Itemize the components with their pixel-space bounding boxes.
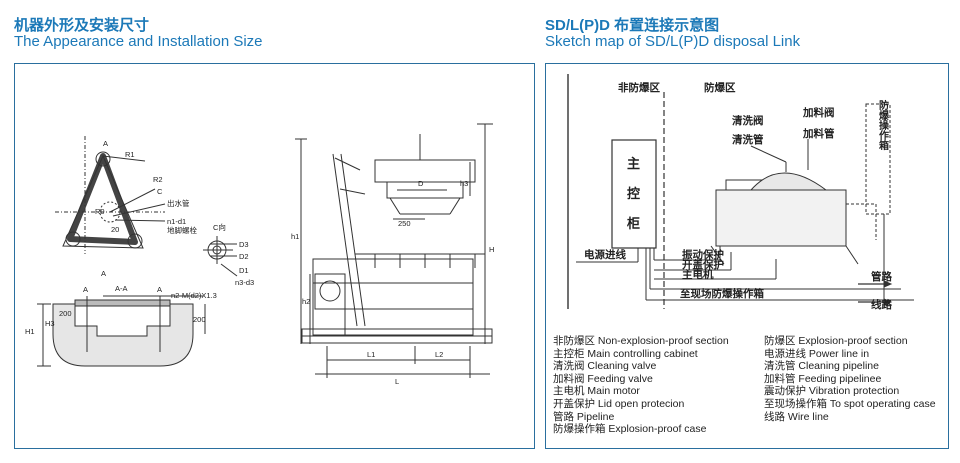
label-200-left: 200	[59, 309, 72, 318]
label-h2: h2	[302, 297, 310, 306]
label-lid: 开盖保护	[682, 258, 724, 271]
label-h1-section: H1	[25, 327, 35, 336]
label-h3: h3	[460, 179, 468, 188]
connection-drawing: 非防爆区 防爆区 主 控 柜 清洗阀 清洗管 加料阀 加料管 防爆操作箱 电源进…	[567, 74, 914, 311]
connection-panel: 非防爆区 防爆区 主 控 柜 清洗阀 清洗管 加料阀 加料管 防爆操作箱 电源进…	[545, 63, 949, 449]
left-title-cn: 机器外形及安装尺寸	[14, 17, 150, 34]
legend-item: 电源进线 Power line in	[764, 347, 870, 360]
label-big-h: H	[489, 245, 494, 254]
legend-item: 非防爆区 Non-explosion-proof section	[553, 335, 729, 347]
label-l1: L1	[367, 350, 375, 359]
appearance-panel: A R1 R2 C 出水管 n1-d1 地脚螺栓 R0 20 A C向 D3 D…	[14, 63, 535, 449]
label-n3d3: n3-d3	[235, 278, 254, 287]
label-exbox: 防爆操作箱	[877, 99, 889, 151]
label-d1: D1	[239, 266, 249, 275]
legend-item: 主电机 Main motor	[553, 385, 640, 398]
label-a-top: A	[103, 139, 108, 148]
label-d: D	[418, 179, 424, 188]
legend-item: 至现场操作箱 To spot operating case	[764, 397, 936, 410]
label-non-explosion: 非防爆区	[618, 81, 660, 94]
label-a-left: A	[83, 285, 88, 294]
legend-item: 加料管 Feeding pipelinee	[764, 372, 882, 385]
legend-item: 管路 Pipeline	[553, 410, 615, 423]
label-section: A-A	[115, 284, 128, 293]
label-c: C	[157, 187, 163, 196]
label-r2: R2	[153, 175, 163, 184]
label-r1: R1	[125, 150, 135, 159]
appearance-drawing: A R1 R2 C 出水管 n1-d1 地脚螺栓 R0 20 A C向 D3 D…	[25, 123, 494, 386]
explosion-box	[865, 103, 891, 215]
label-h1: h1	[291, 232, 299, 241]
label-d3: D3	[239, 240, 249, 249]
label-l2: L2	[435, 350, 443, 359]
label-outlet: 出水管	[167, 198, 190, 208]
label-n20: 20	[111, 225, 119, 234]
label-l: L	[395, 377, 399, 386]
right-title-en: Sketch map of SD/L(P)D disposal Link	[545, 33, 801, 50]
right-title-cn: SD/L(P)D 布置连接示意图	[545, 17, 720, 34]
label-spot: 至现场防爆操作箱	[680, 287, 764, 300]
label-power: 电源进线	[584, 248, 626, 261]
label-feeding-valve: 加料阀	[802, 106, 835, 119]
legend-item: 清洗阀 Cleaning valve	[553, 360, 657, 373]
label-h3-section: H3	[45, 319, 55, 328]
legend-item: 线路 Wire line	[764, 410, 829, 423]
cabinet-char-2: 控	[627, 186, 640, 201]
label-d2: D2	[239, 252, 249, 261]
label-anchor: 地脚螺栓	[167, 225, 197, 235]
legend-item: 主控柜 Main controlling cabinet	[553, 347, 698, 360]
cabinet-char-3: 柜	[626, 216, 640, 231]
label-a-right: A	[157, 285, 162, 294]
label-pipeline: 管路	[871, 270, 892, 283]
main-cabinet	[611, 139, 657, 249]
cabinet-char-1: 主	[627, 156, 640, 171]
label-vibration: 振动保护	[682, 248, 724, 261]
legend-item: 防爆区 Explosion-proof section	[764, 335, 908, 347]
legend-item: 防爆操作箱 Explosion-proof case	[553, 423, 707, 436]
legend-item: 加料阀 Feeding valve	[553, 372, 653, 385]
label-cleaning-pipe: 清洗管	[732, 133, 764, 146]
label-explosion: 防爆区	[704, 81, 736, 94]
legend-item: 震动保护 Vibration protection	[764, 385, 900, 398]
label-250: 250	[398, 219, 411, 228]
label-r0: R0	[95, 207, 105, 216]
legend-item: 开盖保护 Lid open protecion	[553, 397, 685, 410]
legend-column-2: 防爆区 Explosion-proof section 电源进线 Power l…	[764, 335, 936, 423]
label-200-right: 200	[193, 315, 206, 324]
legend-column-1: 非防爆区 Non-explosion-proof section 主控柜 Mai…	[553, 335, 729, 436]
label-cleaning-valve: 清洗阀	[732, 114, 764, 127]
label-feeding-pipe: 加料管	[802, 127, 835, 140]
label-motor: 主电机	[682, 268, 714, 281]
left-title-en: The Appearance and Installation Size	[14, 33, 263, 50]
label-c-view: C向	[213, 222, 226, 232]
label-wire: 线路	[871, 298, 892, 311]
label-n1d1: n1-d1	[167, 217, 186, 226]
label-a-bottom: A	[101, 269, 106, 278]
label-n2: n2-M(d2)X1.3	[171, 291, 217, 300]
legend-item: 清洗管 Cleaning pipeline	[764, 360, 879, 373]
